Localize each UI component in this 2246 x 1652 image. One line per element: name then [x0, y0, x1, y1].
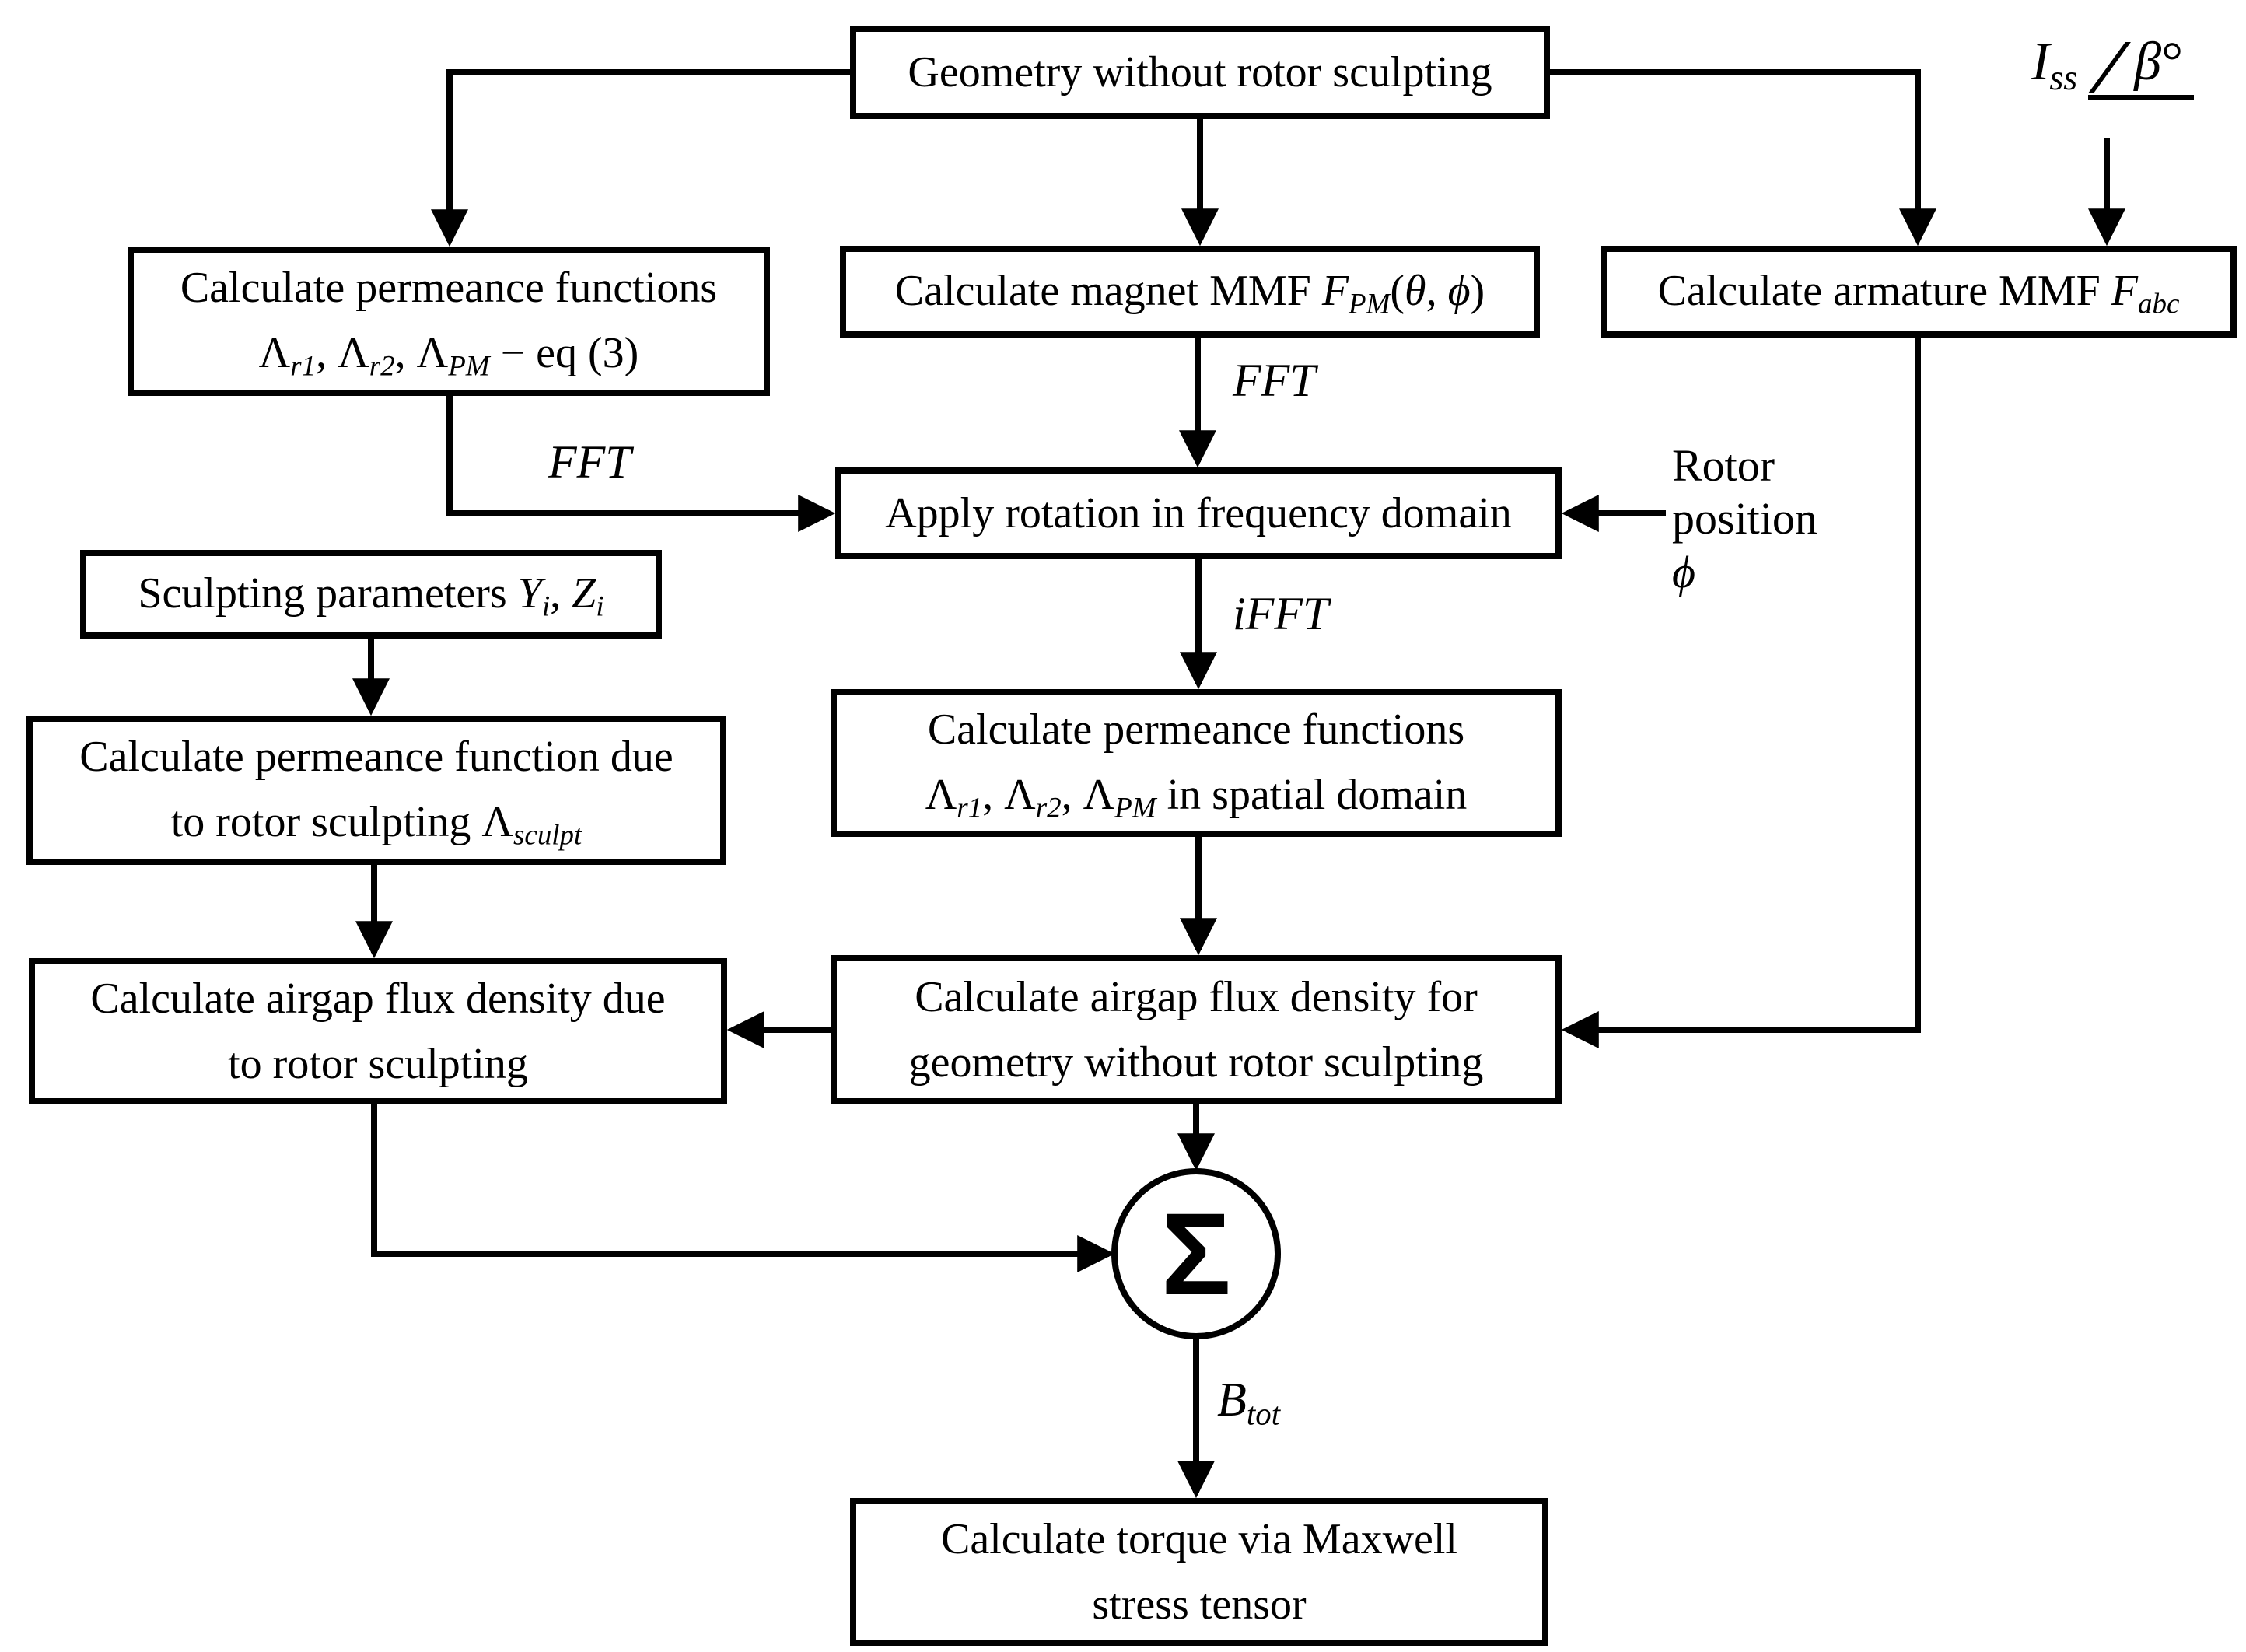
angle-diagonal-stroke	[2088, 42, 2132, 93]
box-airgap-geometry-line2: geometry without rotor sculpting	[908, 1038, 1484, 1087]
box-calculate-permeance-functions-eq3: Calculate permeance functions Λr1, Λr2, …	[128, 247, 770, 396]
box-apply-rotation-frequency-domain: Apply rotation in frequency domain	[835, 467, 1562, 559]
box-apply-rotation-label: Apply rotation in frequency domain	[885, 489, 1512, 537]
box-airgap-geometry-line1: Calculate airgap flux density for	[915, 973, 1478, 1021]
box-airgap-sculpting-line1: Calculate airgap flux density due	[90, 975, 666, 1023]
edge-airgap-sculpt-to-sum	[371, 1104, 1115, 1272]
ifft-label: iFFT	[1233, 588, 1329, 639]
box-geometry-without-rotor-sculpting: Geometry without rotor sculpting	[850, 26, 1550, 119]
edge-armature-mmf-to-airgap-geom	[1561, 338, 1921, 1048]
fft-label-magnet: FFT	[1233, 355, 1316, 406]
box-airgap-flux-geometry: Calculate airgap flux density for geomet…	[831, 955, 1562, 1104]
rotor-position-line1: Rotor	[1672, 440, 1775, 491]
edge-geometry-to-permeance-eq3	[431, 69, 850, 247]
iss-current-text: Iss	[2031, 32, 2078, 97]
box-airgap-sculpting-line2: to rotor sculpting	[228, 1040, 528, 1088]
box-permeance-sculpting-line2: to rotor sculpting Λsculpt	[170, 798, 582, 851]
sum-sigma-symbol: Σ	[1160, 1188, 1231, 1319]
box-calculate-magnet-mmf: Calculate magnet MMF FPM(θ, ϕ)	[840, 246, 1540, 338]
beta-degree-text: β°	[2134, 32, 2184, 92]
fft-label-permeance: FFT	[548, 436, 631, 488]
rotor-position-phi: ϕ	[1672, 546, 1696, 597]
box-magnet-mmf-label: Calculate magnet MMF FPM(θ, ϕ)	[894, 267, 1485, 320]
box-permeance-spatial-line1: Calculate permeance functions	[927, 705, 1465, 754]
box-calculate-armature-mmf: Calculate armature MMF Fabc	[1601, 246, 2237, 338]
box-geometry-label: Geometry without rotor sculpting	[908, 48, 1492, 96]
box-permeance-spatial-domain: Calculate permeance functions Λr1, Λr2, …	[831, 689, 1562, 837]
box-airgap-flux-sculpting: Calculate airgap flux density due to rot…	[29, 958, 727, 1104]
box-sculpting-parameters-label: Sculpting parameters Yi, Zi	[138, 569, 604, 622]
iss-phasor-label: Iss β°	[2031, 31, 2195, 100]
box-torque-line2: stress tensor	[1092, 1580, 1307, 1629]
box-torque-line1: Calculate torque via Maxwell	[941, 1515, 1457, 1563]
edge-geometry-to-armature-mmf	[1550, 69, 1936, 247]
edge-permeance-eq3-to-apply-rotation	[446, 396, 836, 532]
angle-symbol: β°	[2088, 31, 2195, 100]
box-sculpting-parameters: Sculpting parameters Yi, Zi	[80, 550, 662, 639]
box-armature-mmf-label: Calculate armature MMF Fabc	[1657, 267, 2180, 320]
box-permeance-eq3-line2: Λr1, Λr2, ΛPM − eq (3)	[258, 329, 639, 382]
rotor-position-line2: position	[1672, 493, 1817, 544]
box-permeance-eq3-line1: Calculate permeance functions	[180, 264, 718, 313]
box-permeance-sculpting-line1: Calculate permeance function due	[79, 733, 673, 782]
box-calculate-torque-maxwell: Calculate torque via Maxwell stress tens…	[850, 1498, 1548, 1646]
rotor-position-label: Rotor position ϕ	[1672, 439, 1817, 599]
b-tot-label: Btot	[1217, 1374, 1281, 1432]
sum-junction	[1111, 1168, 1281, 1339]
box-permeance-spatial-line2: Λr1, Λr2, ΛPM in spatial domain	[925, 771, 1468, 824]
box-calculate-permeance-sculpting: Calculate permeance function due to roto…	[26, 716, 726, 865]
